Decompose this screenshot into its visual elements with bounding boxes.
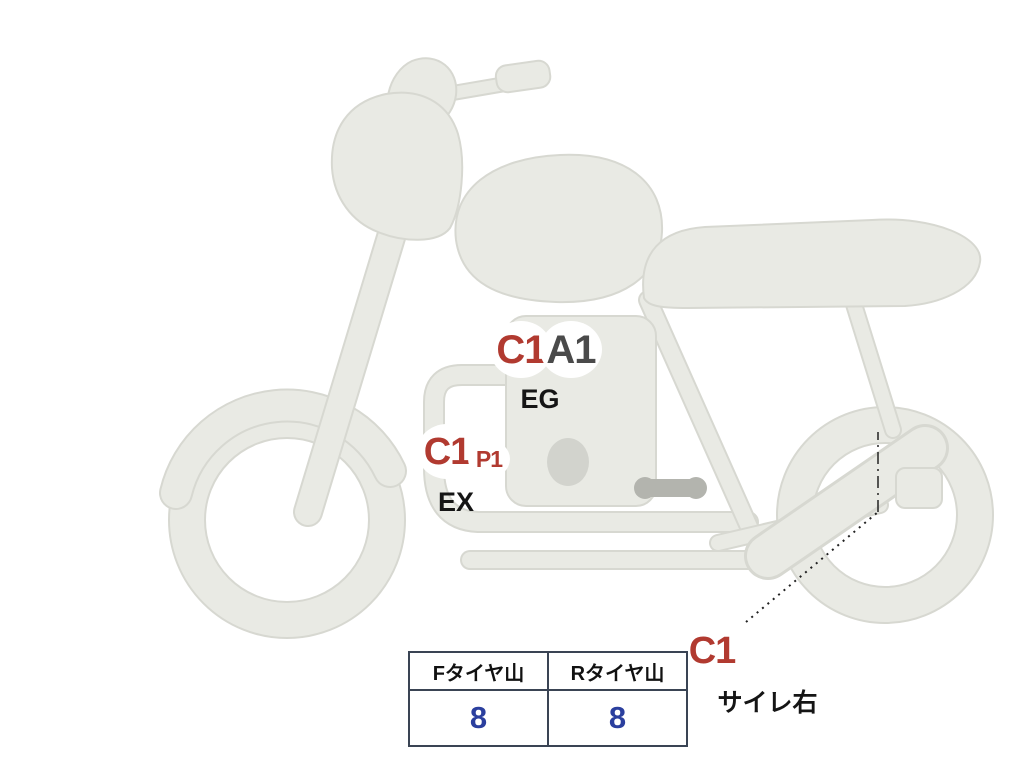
front-tread-value: 8 xyxy=(408,689,549,747)
exhaust-area-label: EX xyxy=(437,487,475,517)
footpeg xyxy=(634,477,707,499)
exhaust-damage-code-c1: C1 xyxy=(417,424,477,479)
silencer-damage-code-c1: C1 xyxy=(682,623,742,678)
front-tread-header: Fタイヤ山 xyxy=(408,651,549,691)
engine-area-label: EG xyxy=(520,384,560,414)
exhaust-damage-code-p1: P1 xyxy=(468,440,510,478)
tire-tread-table: Fタイヤ山 Rタイヤ山 8 8 xyxy=(408,651,688,747)
tread-table-value-row: 8 8 xyxy=(408,689,688,747)
rear-tread-header: Rタイヤ山 xyxy=(547,651,688,691)
rear-tread-value: 8 xyxy=(547,689,688,747)
silencer-right-label: サイレ右 xyxy=(717,689,818,717)
tread-table-header-row: Fタイヤ山 Rタイヤ山 xyxy=(408,651,688,691)
engine-damage-code-a1: A1 xyxy=(540,321,602,378)
